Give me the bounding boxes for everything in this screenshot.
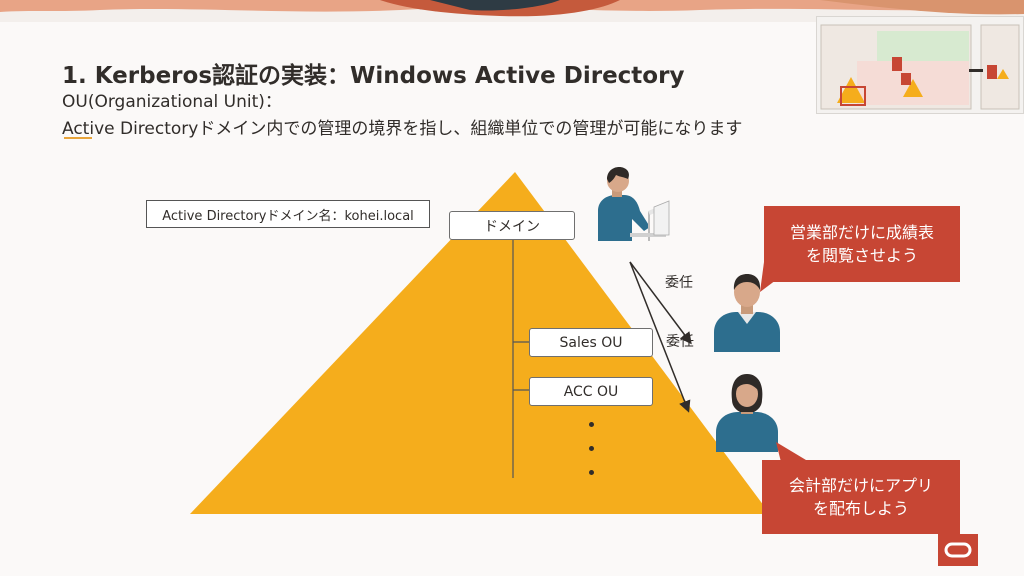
slide-subtitle: OU(Organizational Unit)： bbox=[62, 92, 282, 112]
ellipsis-dot bbox=[589, 422, 594, 427]
domain-box: ドメイン bbox=[449, 211, 575, 240]
sales-person-icon bbox=[714, 274, 780, 352]
domain-name-label: Active Directoryドメイン名：kohei.local bbox=[146, 200, 430, 228]
ellipsis-dot bbox=[589, 446, 594, 451]
acc-callout: 会計部だけにアプリ を配布しよう bbox=[762, 460, 960, 534]
sales-callout: 営業部だけに成績表 を閲覧させよう bbox=[764, 206, 960, 282]
slide-description: Active Directoryドメイン内での管理の境界を指し、組織単位での管理… bbox=[62, 119, 743, 139]
slide-title: 1. Kerberos認証の実装：Windows Active Director… bbox=[62, 63, 685, 89]
sales-ou-box: Sales OU bbox=[529, 328, 653, 357]
reference-thumbnail bbox=[816, 16, 1024, 114]
ellipsis-dot bbox=[589, 470, 594, 475]
delegation-label: 委任 bbox=[666, 334, 694, 350]
decorative-top-band bbox=[0, 0, 1024, 22]
description-underline bbox=[64, 137, 92, 139]
sales-callout-text: 営業部だけに成績表 を閲覧させよう bbox=[789, 223, 934, 265]
ou-tree-lines bbox=[512, 240, 530, 478]
delegation-label: 委任 bbox=[665, 275, 693, 291]
domain-pyramid bbox=[190, 172, 770, 514]
oracle-logo-icon bbox=[938, 534, 978, 566]
acc-callout-text: 会計部だけにアプリ を配布しよう bbox=[788, 476, 933, 518]
acc-person-icon bbox=[716, 374, 778, 452]
delegation-arrows bbox=[629, 261, 692, 413]
admin-person-laptop-icon bbox=[598, 167, 670, 241]
acc-ou-box: ACC OU bbox=[529, 377, 653, 406]
